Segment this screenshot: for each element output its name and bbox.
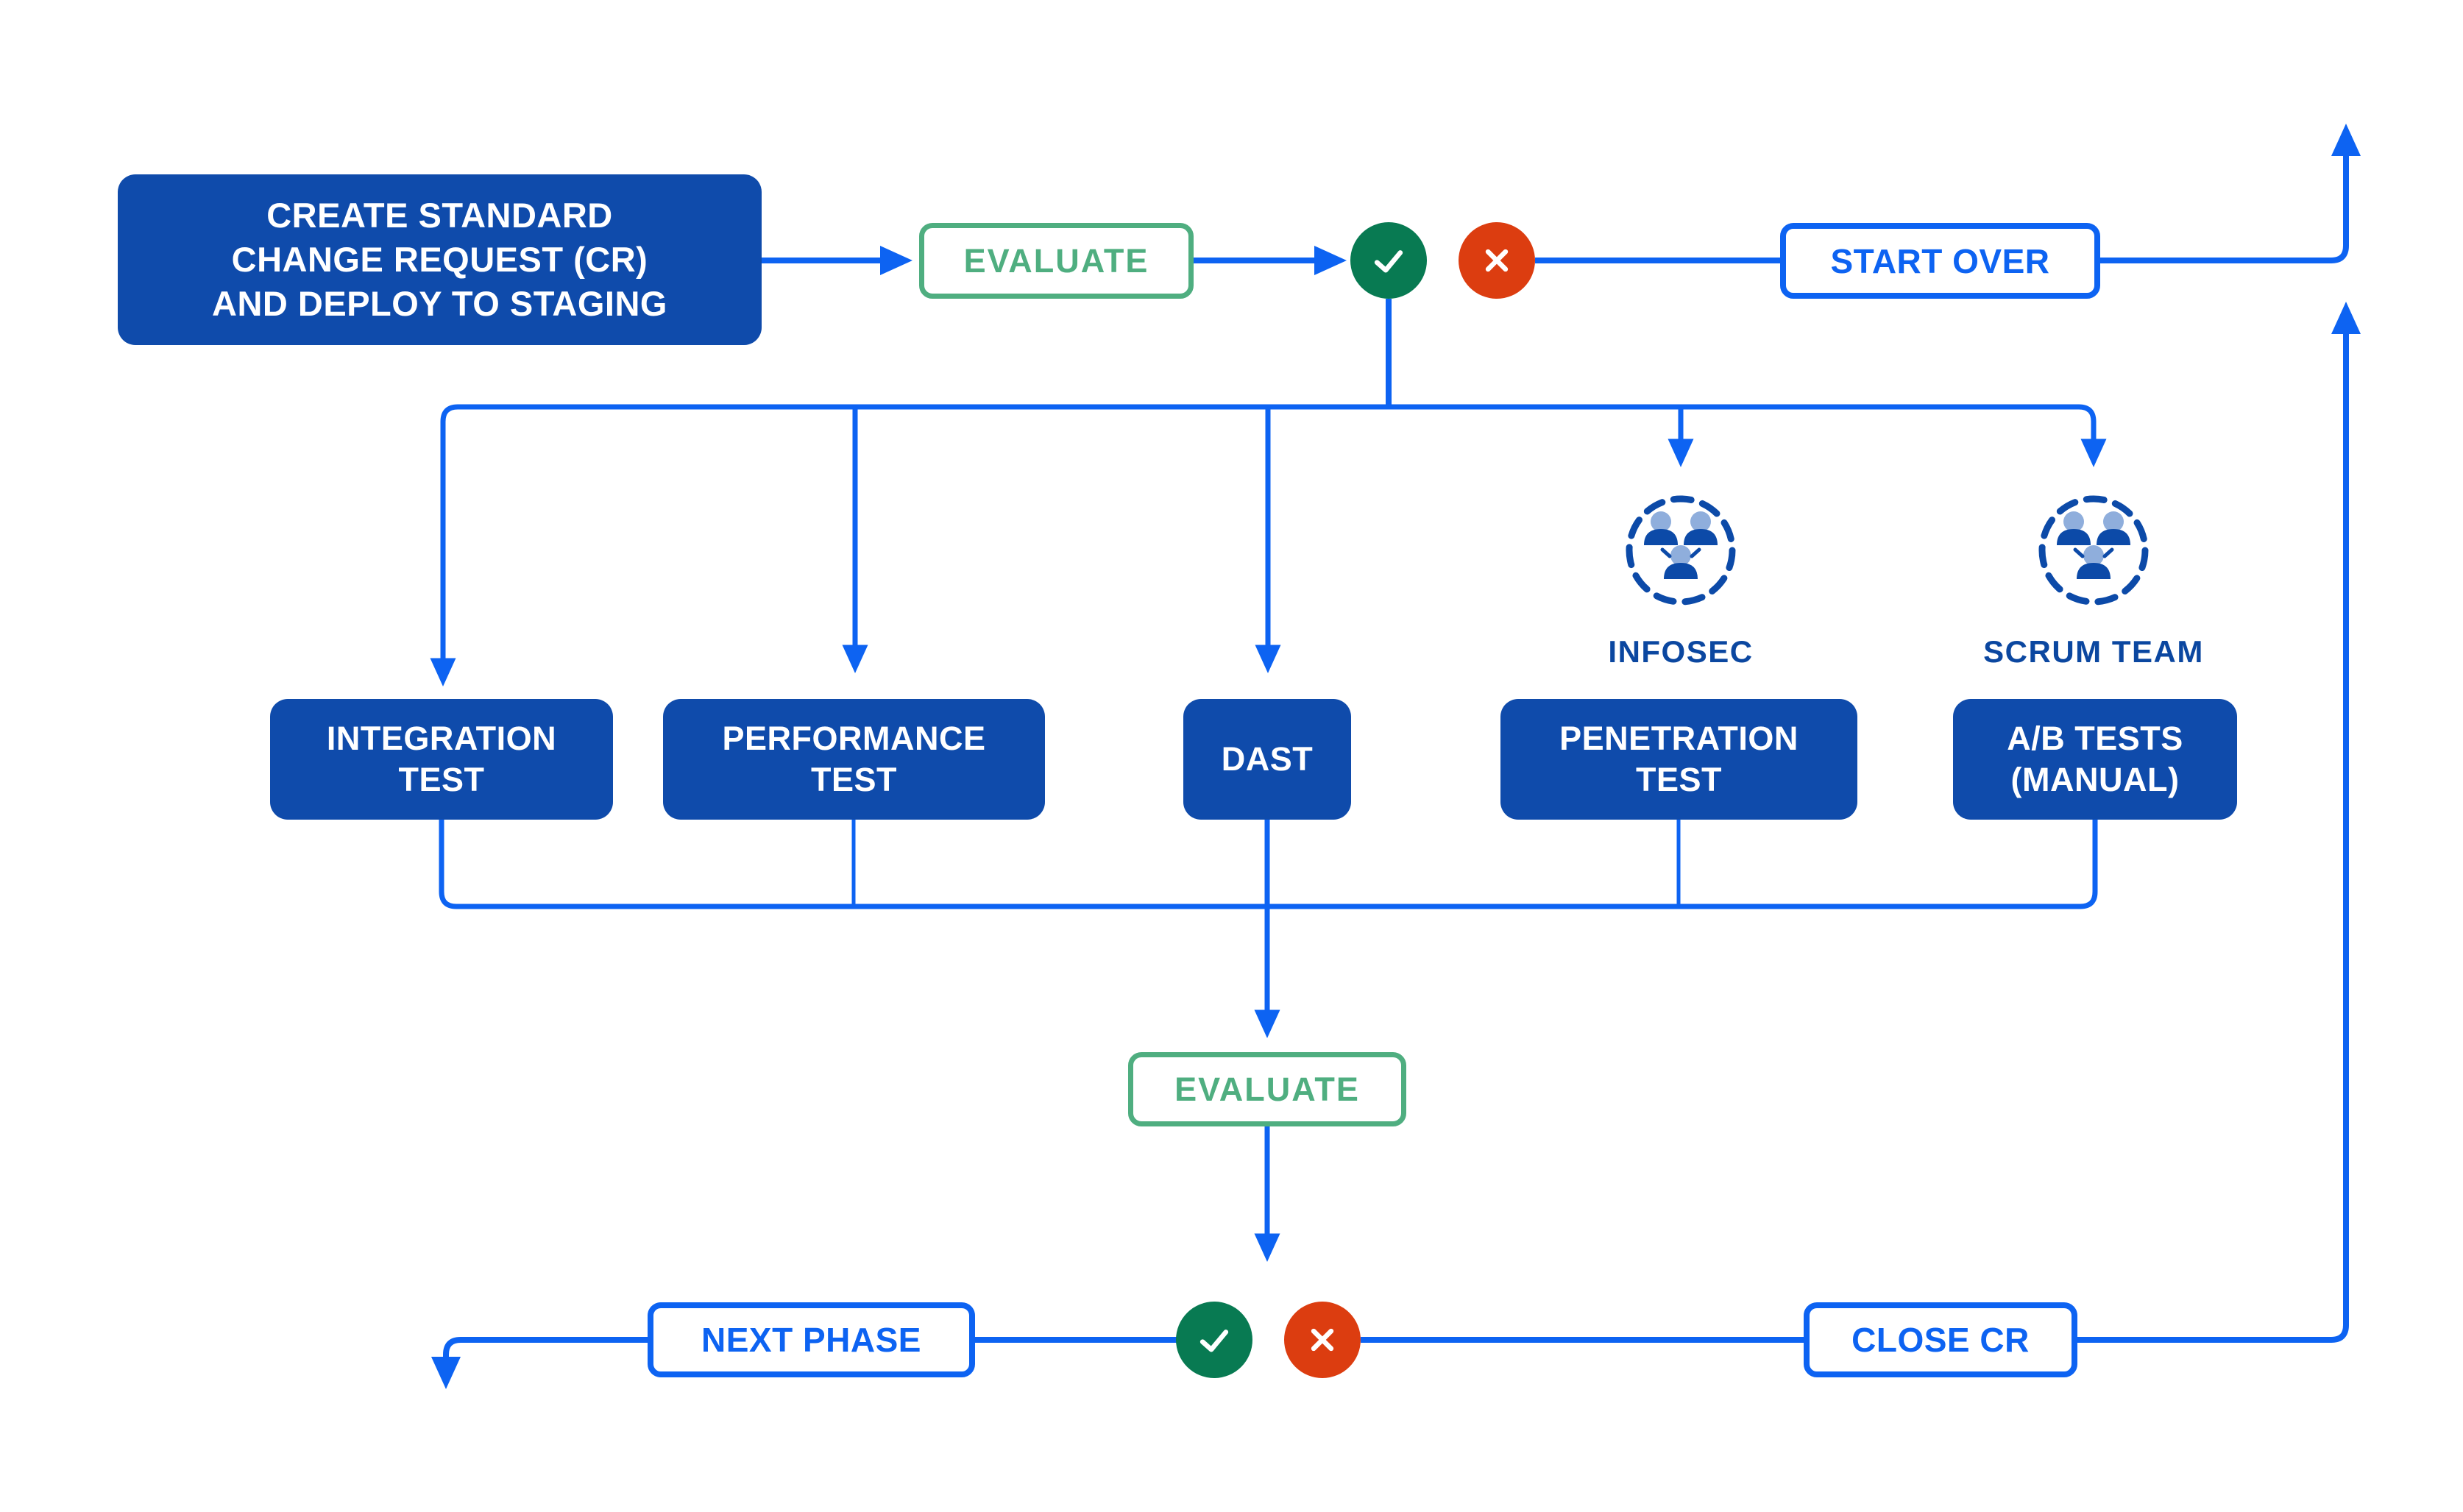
evaluate-top-node: EVALUATE bbox=[919, 223, 1194, 299]
check-icon bbox=[1199, 1330, 1229, 1352]
fail-icon-top bbox=[1459, 222, 1535, 299]
pass-icon-top bbox=[1350, 222, 1427, 299]
close-cr-node: CLOSE CR bbox=[1804, 1302, 2077, 1377]
performance-test-node: PERFORMANCE TEST bbox=[663, 699, 1045, 820]
integration-test-node: INTEGRATION TEST bbox=[270, 699, 613, 820]
arrow-next-phase-exit bbox=[431, 1337, 648, 1389]
start-over-node: START OVER bbox=[1780, 223, 2100, 299]
infosec-team-icon bbox=[1626, 495, 1736, 606]
ab-tests-node: A/B TESTS (MANUAL) bbox=[1953, 699, 2237, 820]
next-phase-node: NEXT PHASE bbox=[648, 1302, 975, 1377]
infosec-label: INFOSEC bbox=[1608, 634, 1754, 669]
x-icon bbox=[1311, 1328, 1334, 1352]
fail-icon-bottom bbox=[1284, 1302, 1361, 1378]
arrow-close-cr-loop-up bbox=[2077, 302, 2361, 1343]
scrum-team-label: SCRUM TEAM bbox=[1983, 634, 2204, 669]
pass-icon-bottom bbox=[1176, 1302, 1252, 1378]
scrum-team-icon bbox=[2038, 495, 2149, 606]
create-cr-node: CREATE STANDARD CHANGE REQUEST (CR) AND … bbox=[118, 174, 762, 345]
arrow-start-over-loop-up bbox=[2100, 124, 2361, 263]
penetration-test-node: PENETRATION TEST bbox=[1500, 699, 1857, 820]
evaluate-bottom-node: EVALUATE bbox=[1128, 1052, 1406, 1126]
dast-node: DAST bbox=[1183, 699, 1351, 820]
x-icon bbox=[1485, 249, 1509, 272]
check-icon bbox=[1374, 250, 1403, 273]
